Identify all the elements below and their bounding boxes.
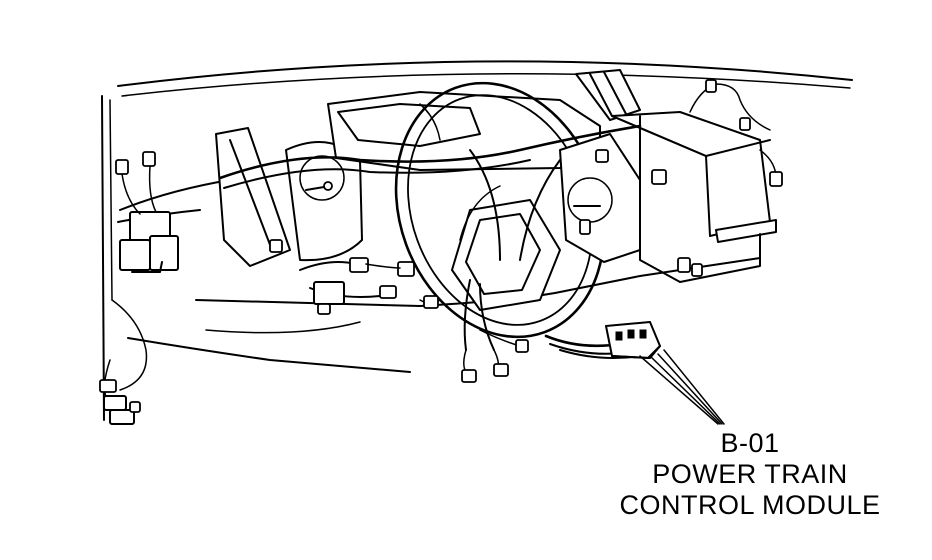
- callout-line-1: POWER TRAIN: [652, 459, 848, 489]
- a-pillar-left-inner: [109, 99, 113, 301]
- right-gauge-pod: [559, 133, 667, 263]
- steering-column: [451, 149, 561, 311]
- callout-line-2: CONTROL MODULE: [619, 490, 881, 520]
- pcm-connector-b01: [544, 321, 661, 359]
- callout-code: B-01: [720, 428, 780, 458]
- dash-lower-edge-2: [205, 321, 361, 334]
- pcm-housing: [575, 69, 783, 283]
- knee-bolster-edge: [127, 337, 411, 373]
- column-harness-drop: [461, 279, 529, 383]
- callout-leader-lines: [639, 349, 725, 425]
- left-kick-panel-wiring: [99, 151, 231, 425]
- main-wiring-harness: [218, 124, 642, 315]
- windshield-edge: [117, 60, 853, 87]
- windshield-edge-inner: [121, 73, 851, 97]
- a-pillar-left: [101, 95, 105, 421]
- callout-label-pcm: B-01 POWER TRAIN CONTROL MODULE: [600, 428, 900, 521]
